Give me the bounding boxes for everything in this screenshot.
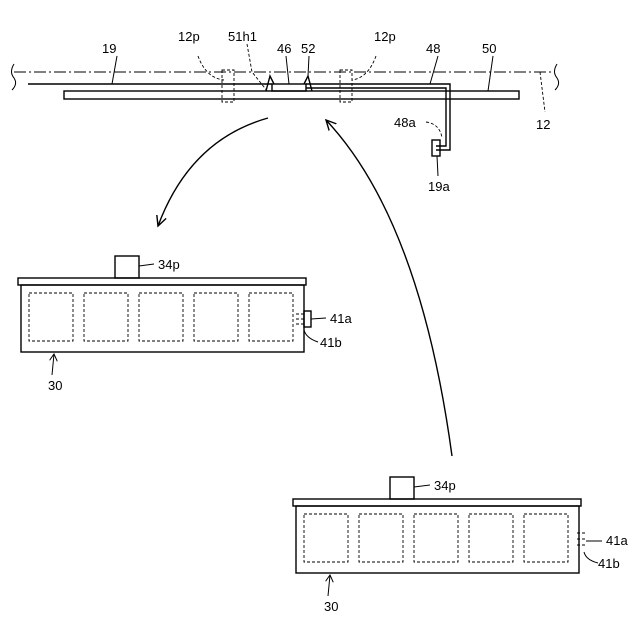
leader-30 xyxy=(52,354,54,375)
leader-50 xyxy=(488,56,493,91)
lid xyxy=(293,499,581,506)
cell xyxy=(359,514,403,562)
cell xyxy=(414,514,458,562)
label-34p: 34p xyxy=(434,478,456,493)
break-mark-left xyxy=(12,64,16,90)
label-50: 50 xyxy=(482,41,496,56)
leader-12p-right xyxy=(352,56,376,80)
body xyxy=(296,506,579,573)
cell xyxy=(139,293,183,341)
leader-34p xyxy=(139,264,154,266)
leader-30 xyxy=(328,575,330,596)
pin-12p-left xyxy=(222,70,234,102)
cell xyxy=(249,293,293,341)
leader-19a xyxy=(437,156,438,176)
label-19a: 19a xyxy=(428,179,450,194)
plate-50 xyxy=(64,91,519,99)
leader-41a xyxy=(311,318,326,319)
cell xyxy=(304,514,348,562)
label-52: 52 xyxy=(301,41,315,56)
leader-52 xyxy=(308,56,309,76)
battery-box-30-bottom: 34p 41a 41b 30 xyxy=(293,477,628,614)
cell xyxy=(84,293,128,341)
cell xyxy=(29,293,73,341)
leader-41b xyxy=(584,552,598,563)
leader-34p xyxy=(414,485,430,487)
label-30: 30 xyxy=(48,378,62,393)
leader-46 xyxy=(286,56,289,84)
cell xyxy=(524,514,568,562)
label-46: 46 xyxy=(277,41,291,56)
label-51h1: 51h1 xyxy=(228,29,257,44)
label-30: 30 xyxy=(324,599,338,614)
label-12p-right: 12p xyxy=(374,29,396,44)
label-41a: 41a xyxy=(606,533,628,548)
label-48a: 48a xyxy=(394,115,416,130)
label-12p-left: 12p xyxy=(178,29,200,44)
arrow-from-bottom-box xyxy=(326,120,452,456)
top-structure: 19 12p 51h1 46 52 12p 48 50 12 48a 19a xyxy=(12,29,559,194)
cable-48-outer xyxy=(306,84,450,150)
member-46 xyxy=(272,84,306,91)
lid xyxy=(18,278,306,285)
label-48: 48 xyxy=(426,41,440,56)
label-19: 19 xyxy=(102,41,116,56)
connector-19a xyxy=(432,140,440,156)
label-41b: 41b xyxy=(598,556,620,571)
leader-12 xyxy=(540,72,545,112)
arrow-to-top-box xyxy=(158,118,268,226)
label-41b: 41b xyxy=(320,335,342,350)
leader-48a xyxy=(426,122,442,138)
leader-12p-left xyxy=(198,56,224,80)
label-34p: 34p xyxy=(158,257,180,272)
leader-19 xyxy=(112,56,117,84)
part-34p xyxy=(115,256,139,278)
label-12: 12 xyxy=(536,117,550,132)
leader-41b xyxy=(304,330,318,342)
cell xyxy=(194,293,238,341)
body xyxy=(21,285,304,352)
break-mark-right xyxy=(555,64,559,90)
battery-box-30-top: 34p 41a 41b 30 xyxy=(18,256,352,393)
part-34p xyxy=(390,477,414,499)
label-41a: 41a xyxy=(330,311,352,326)
leader-51h1 xyxy=(247,44,268,92)
pin-12p-right xyxy=(340,70,352,102)
connector-41a xyxy=(304,311,311,327)
leader-48 xyxy=(430,56,438,84)
cell xyxy=(469,514,513,562)
cable-48-inner xyxy=(306,88,446,146)
